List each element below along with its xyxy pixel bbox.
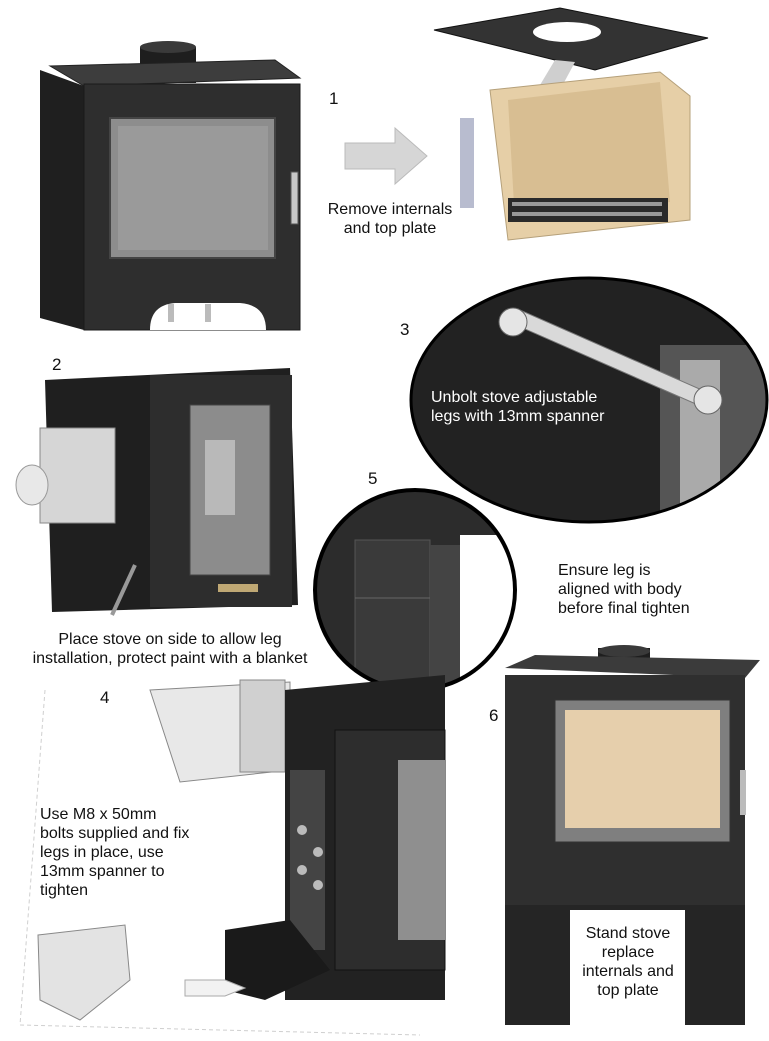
caption-line: legs with 13mm spanner [431, 408, 605, 425]
caption-line: installation, protect paint with a blank… [32, 650, 308, 667]
caption-line: top plate [597, 982, 659, 999]
step-6-number: 6 [489, 706, 499, 725]
caption-line: aligned with body [558, 581, 682, 598]
step-5-number: 5 [368, 469, 378, 488]
step-4-caption: Use M8 x 50mm bolts supplied and fix leg… [40, 805, 240, 900]
step-5-caption: Ensure leg is aligned with body before f… [558, 561, 758, 618]
caption-line: tighten [40, 882, 89, 899]
arrow-right-icon [344, 126, 428, 186]
caption-line: Unbolt stove adjustable [431, 389, 598, 406]
step-2-number: 2 [52, 355, 62, 374]
caption-line: before final tighten [558, 600, 690, 617]
caption-line: replace [601, 944, 655, 961]
step-1-caption: Remove internals and top plate [305, 200, 475, 238]
caption-line: internals and [582, 963, 674, 980]
caption-line: Use M8 x 50mm [40, 806, 157, 823]
caption-line: bolts supplied and fix [40, 825, 190, 842]
step-4-number: 4 [100, 688, 110, 707]
caption-line: Stand stove [585, 925, 671, 942]
caption-line: and top plate [343, 220, 437, 237]
step-6-caption: Stand stove replace internals and top pl… [568, 924, 688, 1000]
caption-line: Remove internals [327, 201, 453, 218]
step-1-number: 1 [329, 89, 339, 108]
step-3-number: 3 [400, 320, 410, 339]
step-3-caption: Unbolt stove adjustable legs with 13mm s… [431, 388, 661, 426]
caption-line: 13mm spanner to [40, 863, 165, 880]
caption-line: legs in place, use [40, 844, 164, 861]
step-2-caption: Place stove on side to allow leg install… [0, 630, 340, 668]
caption-line: Place stove on side to allow leg [58, 631, 282, 648]
caption-line: Ensure leg is [558, 562, 651, 579]
